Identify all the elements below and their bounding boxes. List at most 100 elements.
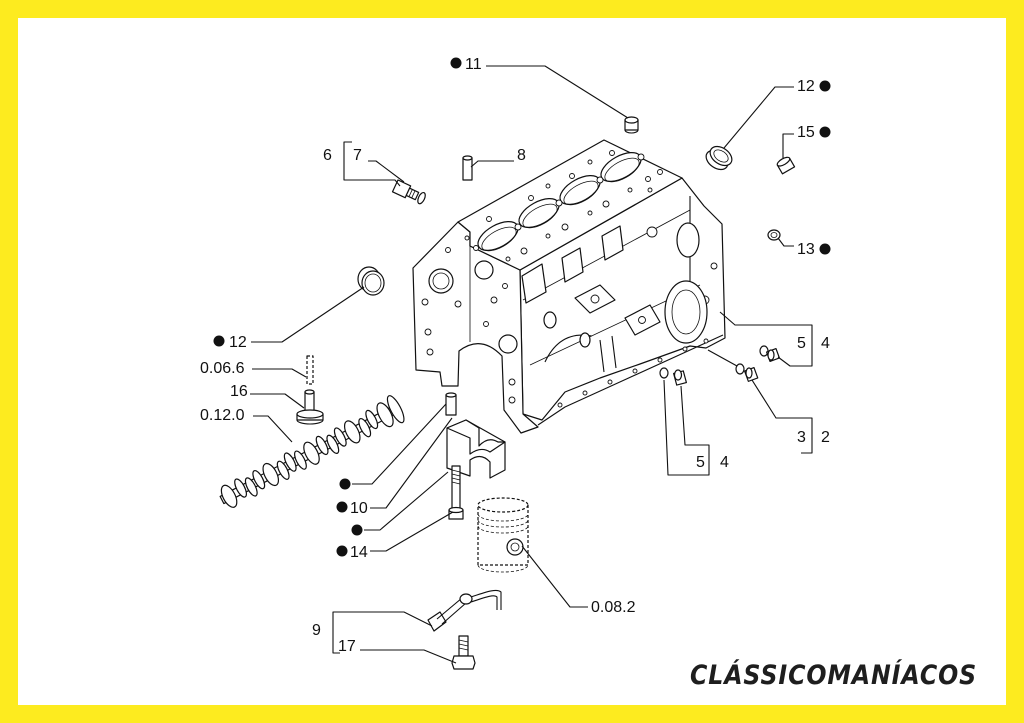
piston-ring-groove bbox=[477, 525, 529, 534]
callout-bullet bbox=[450, 57, 462, 69]
block-side-face bbox=[519, 177, 726, 421]
piston-body bbox=[477, 504, 529, 566]
leader-line bbox=[251, 286, 365, 343]
front-hole bbox=[483, 321, 489, 327]
rail-hole bbox=[582, 390, 588, 396]
part-camshaft-0120 bbox=[219, 395, 405, 508]
engine-block bbox=[412, 139, 726, 434]
deck-hole bbox=[602, 200, 610, 208]
water-hole bbox=[646, 226, 658, 238]
camshaft-lobe bbox=[333, 427, 347, 447]
deck-hole bbox=[545, 183, 551, 189]
callout-6: 6 bbox=[323, 147, 332, 164]
cap-bottom bbox=[624, 129, 639, 134]
deck-hole bbox=[486, 216, 492, 222]
camshaft-journal bbox=[262, 462, 280, 487]
bore-3-wall bbox=[563, 180, 599, 206]
front-bore bbox=[474, 260, 494, 280]
part-pin-0066 bbox=[306, 355, 314, 385]
callout-12-left: 12 bbox=[229, 334, 247, 351]
part-main-bearing-cap bbox=[446, 419, 506, 479]
part-ring-12-left bbox=[357, 266, 385, 296]
bolt-shaft bbox=[451, 465, 461, 513]
leader-bracket bbox=[343, 141, 401, 187]
deck-hole bbox=[645, 176, 651, 182]
callout-8: 8 bbox=[517, 147, 526, 164]
block-side-features bbox=[521, 209, 724, 426]
oring-outer bbox=[767, 229, 781, 241]
ring-inner bbox=[713, 149, 729, 163]
back-bore-lower-inner bbox=[671, 289, 701, 335]
callout-11: 11 bbox=[465, 56, 482, 73]
callout-0066: 0.06.6 bbox=[200, 360, 245, 377]
leader-lines bbox=[250, 65, 813, 664]
bolt-shaft-top bbox=[304, 389, 315, 395]
camshaft-lobe bbox=[234, 478, 248, 498]
leader-line bbox=[470, 160, 514, 168]
callout-7: 7 bbox=[353, 147, 362, 164]
front-hole bbox=[490, 296, 498, 304]
camshaft-journal bbox=[220, 484, 238, 508]
part-ring-12-top bbox=[705, 145, 733, 171]
washer bbox=[759, 345, 769, 357]
piston-ring-groove bbox=[477, 519, 529, 528]
callout-2: 2 bbox=[821, 429, 830, 446]
mount-boss-hole bbox=[638, 316, 646, 324]
camshaft-boss bbox=[543, 311, 557, 329]
side-boss bbox=[561, 247, 584, 283]
deck-hole bbox=[647, 187, 653, 193]
block-back-end bbox=[664, 196, 708, 344]
callout-bullet bbox=[213, 335, 225, 347]
camshaft-lobe bbox=[358, 417, 372, 438]
rail-hole bbox=[703, 338, 709, 344]
cap-top bbox=[624, 116, 639, 124]
leader-bracket bbox=[332, 611, 433, 654]
callout-0120: 0.12.0 bbox=[200, 407, 245, 424]
part-bolt-14 bbox=[448, 465, 464, 520]
callout-10: 10 bbox=[350, 500, 368, 517]
back-bore-lower bbox=[664, 280, 708, 344]
part-piston-0082 bbox=[477, 497, 529, 573]
deck-holes bbox=[464, 150, 663, 262]
camshaft-lobe bbox=[326, 434, 340, 454]
camshaft-lobe bbox=[315, 435, 329, 456]
rail-hole bbox=[557, 402, 563, 408]
leader-line bbox=[360, 649, 457, 664]
callout-bullet bbox=[819, 243, 831, 255]
camshaft-lobe bbox=[294, 450, 307, 470]
leader-line bbox=[777, 237, 794, 247]
deck-hole bbox=[473, 245, 479, 251]
washer bbox=[659, 367, 669, 379]
camshaft-lobe bbox=[283, 452, 297, 472]
callout-bullet bbox=[819, 126, 831, 138]
camshaft-lobe bbox=[252, 470, 266, 490]
side-boss bbox=[521, 263, 547, 304]
rail-hole bbox=[632, 368, 638, 374]
front-hole bbox=[424, 328, 432, 336]
pin-body bbox=[462, 157, 473, 181]
front-hole bbox=[508, 378, 516, 386]
washer bbox=[735, 363, 745, 375]
callout-bullet bbox=[351, 524, 363, 536]
deck-hole bbox=[545, 233, 551, 239]
ring-inner bbox=[364, 273, 382, 293]
plugs-bottom-middle bbox=[659, 367, 687, 386]
camshaft-gear-end bbox=[386, 395, 405, 424]
piston-ring-groove bbox=[477, 513, 529, 522]
leader-line bbox=[253, 415, 293, 443]
leader-line bbox=[252, 368, 307, 378]
mount-boss-hole bbox=[590, 294, 600, 304]
block-front-features bbox=[421, 246, 518, 404]
camshaft-lobe bbox=[365, 409, 379, 430]
callout-15: 15 bbox=[797, 124, 815, 141]
rail-hole bbox=[682, 346, 688, 352]
front-bore bbox=[498, 334, 518, 354]
callout-17: 17 bbox=[338, 638, 356, 655]
leader-bracket bbox=[751, 379, 813, 454]
callout-13: 13 bbox=[797, 241, 815, 258]
deck-hole bbox=[505, 256, 511, 262]
piston-pin-hole bbox=[510, 542, 520, 552]
bolt-head-top bbox=[296, 409, 324, 419]
bore-4-wall bbox=[604, 157, 640, 183]
jet-tube bbox=[436, 597, 467, 625]
